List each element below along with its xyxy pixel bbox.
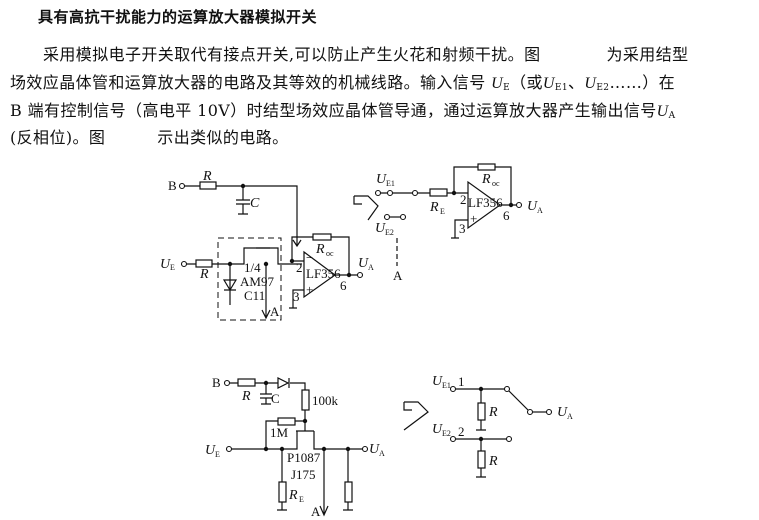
label-1m: 1M — [270, 425, 289, 440]
paragraph-line-3: B 端有控制信号（高电平 10V）时结型场效应晶体管导通，通过运算放大器产生输出… — [10, 101, 676, 121]
label-a: A — [311, 504, 321, 519]
pin-2: 2 — [296, 260, 303, 275]
paragraph-line-1: 采用模拟电子开关取代有接点开关,可以防止产生火花和射频干扰。图为采用结型 — [43, 45, 689, 64]
label-roc-sub: oc — [326, 249, 334, 258]
label-ue1-sub: E1 — [386, 179, 395, 188]
label-ua: U — [358, 256, 369, 271]
pin-2: 2 — [460, 192, 467, 207]
label-ua: U — [369, 442, 380, 457]
paragraph-line-4: (反相位)。图示出类似的电路。 — [10, 128, 289, 147]
opamp-label: LF356 — [306, 266, 341, 281]
label-ua-sub: A — [379, 449, 385, 458]
label-ua-sub: A — [537, 206, 543, 215]
label-ua-sub: A — [567, 412, 573, 421]
label-ue1: U — [376, 172, 387, 187]
part-label-1: P1087 — [287, 450, 321, 465]
label-ue2-sub: E2 — [385, 228, 394, 237]
terminal-1: 1 — [458, 374, 465, 389]
pin-6: 6 — [340, 278, 347, 293]
label-ue1: U — [432, 374, 443, 389]
label-re: R — [429, 200, 439, 215]
terminal-2: 2 — [458, 424, 465, 439]
dashed-box — [217, 237, 282, 321]
label-roc: R — [481, 172, 491, 187]
pin-6: 6 — [503, 208, 510, 223]
label-r1: R — [488, 405, 498, 420]
label-r2: R — [199, 267, 209, 282]
label-ue-sub: E — [215, 450, 220, 459]
label-r: R — [241, 389, 251, 404]
label-100k: 100k — [312, 393, 339, 408]
label-r: R — [202, 169, 212, 184]
chip-label-3: C11 — [244, 288, 265, 303]
equivalent-arrow-icon — [403, 401, 429, 431]
plus-sign: + — [306, 282, 313, 297]
label-ue: U — [160, 257, 171, 272]
label-ue2-sub: E2 — [442, 429, 451, 438]
label-ue2: U — [375, 221, 386, 236]
label-re: R — [288, 488, 298, 503]
label-b: B — [212, 375, 221, 390]
label-ue2: U — [432, 422, 443, 437]
label-a: A — [393, 268, 403, 283]
label-re-sub: E — [299, 495, 304, 504]
label-ua: U — [557, 405, 568, 420]
label-ua-sub: A — [368, 263, 374, 272]
label-ue: U — [205, 443, 216, 458]
chip-label-1: 1/4 — [244, 260, 261, 275]
label-c: C — [271, 391, 280, 406]
label-ua: U — [527, 199, 538, 214]
label-a: A — [270, 304, 280, 319]
label-re-sub: E — [440, 207, 445, 216]
resistor-R — [199, 181, 217, 190]
chip-label-2: AM97 — [240, 274, 274, 289]
paragraph-line-2: 场效应晶体管和运算放大器的电路及其等效的机械线路。输入信号 UE（或UE1、UE… — [10, 73, 676, 93]
label-roc: R — [315, 242, 325, 257]
pin-3: 3 — [293, 289, 300, 304]
label-b: B — [168, 178, 177, 193]
plus-sign: + — [470, 211, 477, 226]
opamp-label: LF356 — [468, 195, 503, 210]
minus-sign: − — [306, 250, 313, 265]
article-title: 具有高抗干扰能力的运算放大器模拟开关 — [38, 8, 318, 26]
label-ue-sub: E — [170, 263, 175, 272]
equivalent-arrow-icon — [353, 195, 379, 221]
label-roc-sub: oc — [492, 179, 500, 188]
label-r2: R — [488, 454, 498, 469]
pin-3: 3 — [459, 221, 466, 236]
part-label-2: J175 — [291, 467, 316, 482]
label-c: C — [250, 196, 260, 211]
label-ue1-sub: E1 — [442, 381, 451, 390]
